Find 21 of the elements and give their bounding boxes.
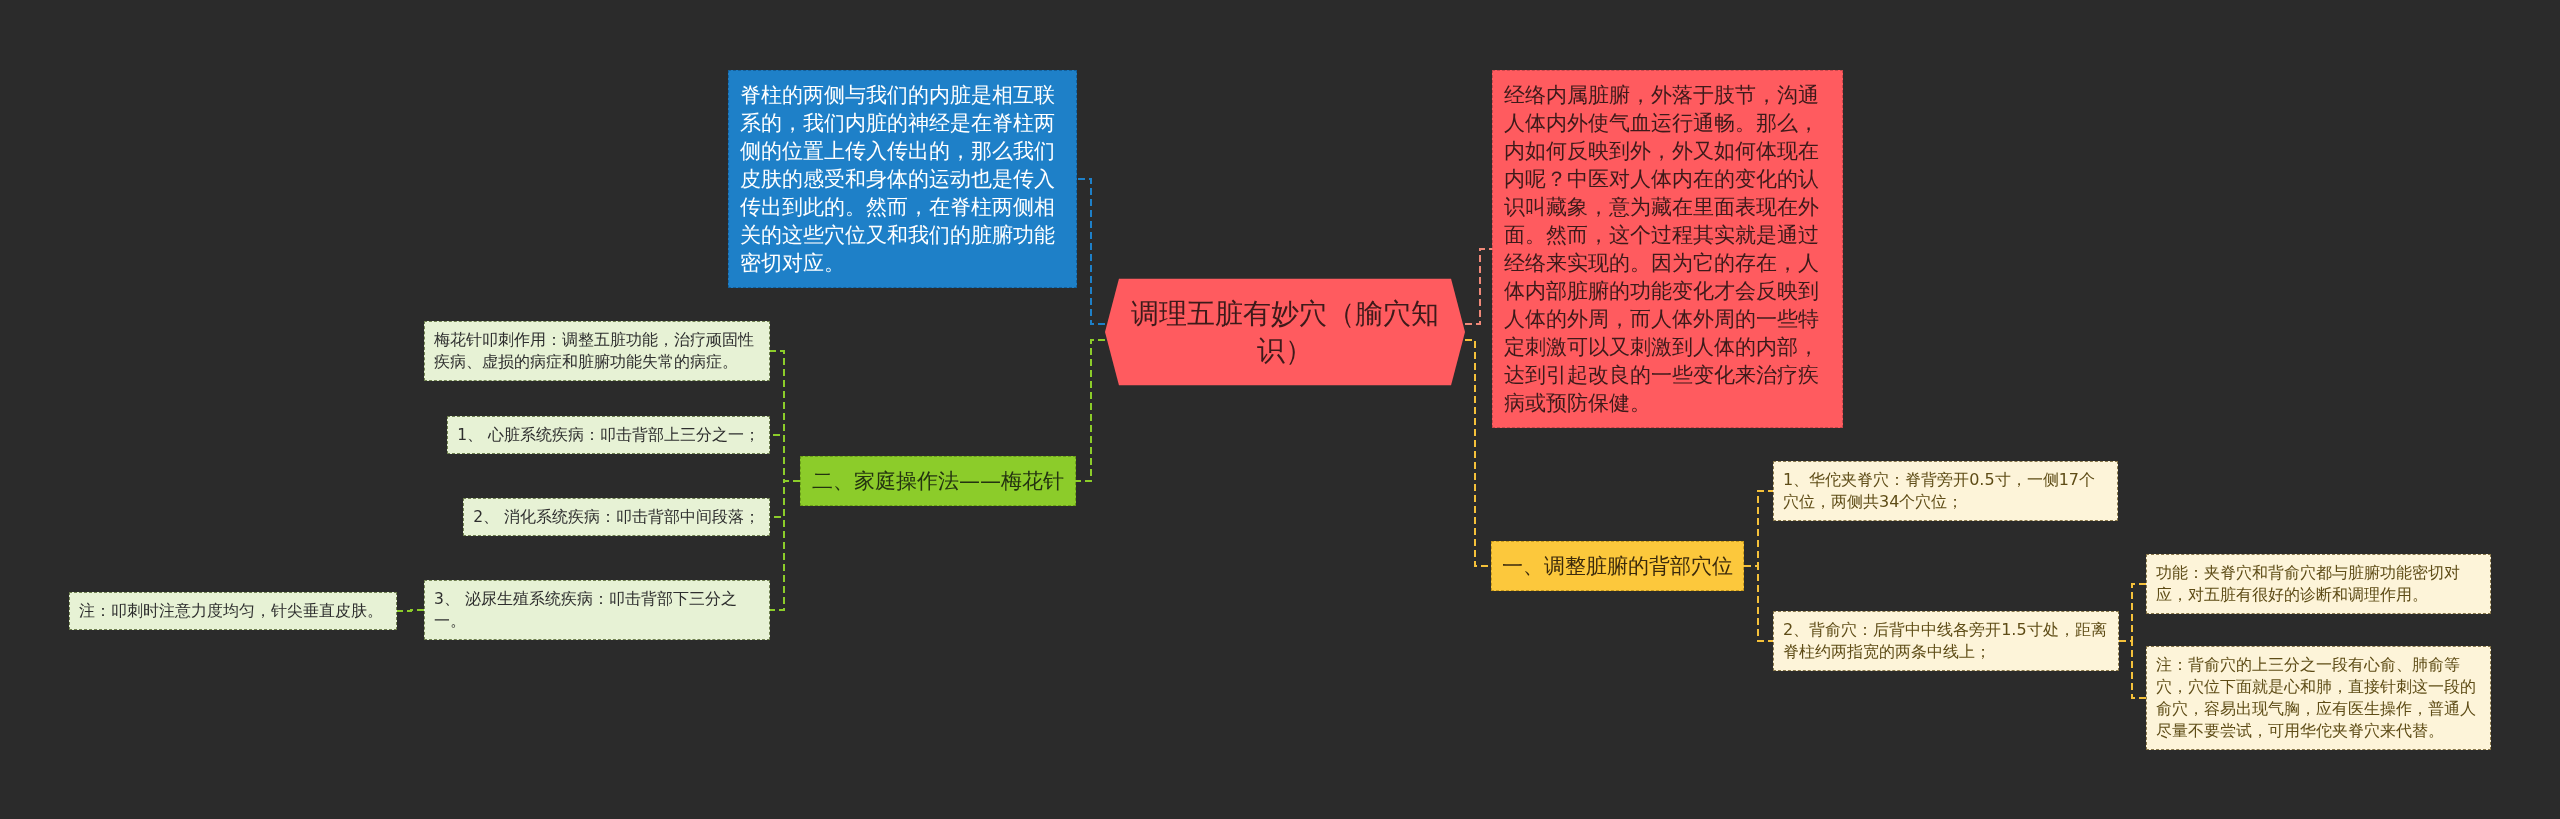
connector-line bbox=[1075, 339, 1106, 482]
subtopic-card: 注：叩刺时注意力度均匀，针尖垂直皮肤。 bbox=[69, 592, 397, 630]
subtopic-card: 2、 消化系统疾病：叩击背部中间段落； bbox=[463, 498, 770, 536]
subtopic-card: 注：背俞穴的上三分之一段有心俞、肺俞等穴，穴位下面就是心和肺，直接针刺这一段的俞穴，容易出现气胸，应有医生操作，普通人尽量不要尝试，可用华佗夹脊穴来代替。 bbox=[2146, 646, 2491, 750]
connector-line bbox=[2118, 640, 2147, 699]
note-card: 脊柱的两侧与我们的内脏是相互联系的，我们内脏的神经是在脊柱两侧的位置上传入传出的，那么我们皮肤的感受和身体的运动也是传入传出到此的。然而，在脊柱两侧相关的这些穴位又和我们的脏腑功能密切对应。 bbox=[728, 70, 1077, 288]
subtopic-card: 1、华佗夹脊穴：脊背旁开0.5寸，一侧17个穴位，两侧共34个穴位； bbox=[1773, 461, 2118, 521]
connector-line bbox=[769, 480, 801, 611]
connector-line bbox=[1076, 178, 1106, 325]
branch-topic: 一、调整脏腑的背部穴位 bbox=[1491, 541, 1744, 591]
subtopic-card: 功能：夹脊穴和背俞穴都与脏腑功能密切对应，对五脏有很好的诊断和调理作用。 bbox=[2146, 554, 2491, 614]
subtopic-card: 梅花针叩刺作用：调整五脏功能，治疗顽固性疾病、虚损的病症和脏腑功能失常的病症。 bbox=[424, 321, 770, 381]
connector-line bbox=[396, 609, 425, 612]
subtopic-card: 2、背俞穴：后背中中线各旁开1.5寸处，距离脊柱约两指宽的两条中线上； bbox=[1773, 611, 2119, 671]
note-card: 经络内属脏腑，外落于肢节，沟通人体内外使气血运行通畅。那么，内如何反映到外，外又如何体现在内呢？中医对人体内在的变化的认识叫藏象，意为藏在里面表现在外面。然而，这个过程其实就是通过经络来实现的。因为它的存在，人体内部脏腑的功能变化才会反映到人体的外周，而人体外周的一些特定刺激可以又刺激到人体的内部，达到引起改良的一些变化来治疗疾病或预防保健。 bbox=[1492, 70, 1843, 428]
subtopic-card: 3、 泌尿生殖系统疾病：叩击背部下三分之一。 bbox=[424, 580, 770, 640]
subtopic-card: 1、 心脏系统疾病：叩击背部上三分之一； bbox=[447, 416, 770, 454]
connector-line bbox=[1743, 565, 1774, 642]
branch-topic: 二、家庭操作法——梅花针 bbox=[800, 456, 1076, 506]
connector-line bbox=[1464, 248, 1493, 325]
central-topic: 调理五脏有妙穴（腧穴知识） bbox=[1105, 278, 1465, 386]
